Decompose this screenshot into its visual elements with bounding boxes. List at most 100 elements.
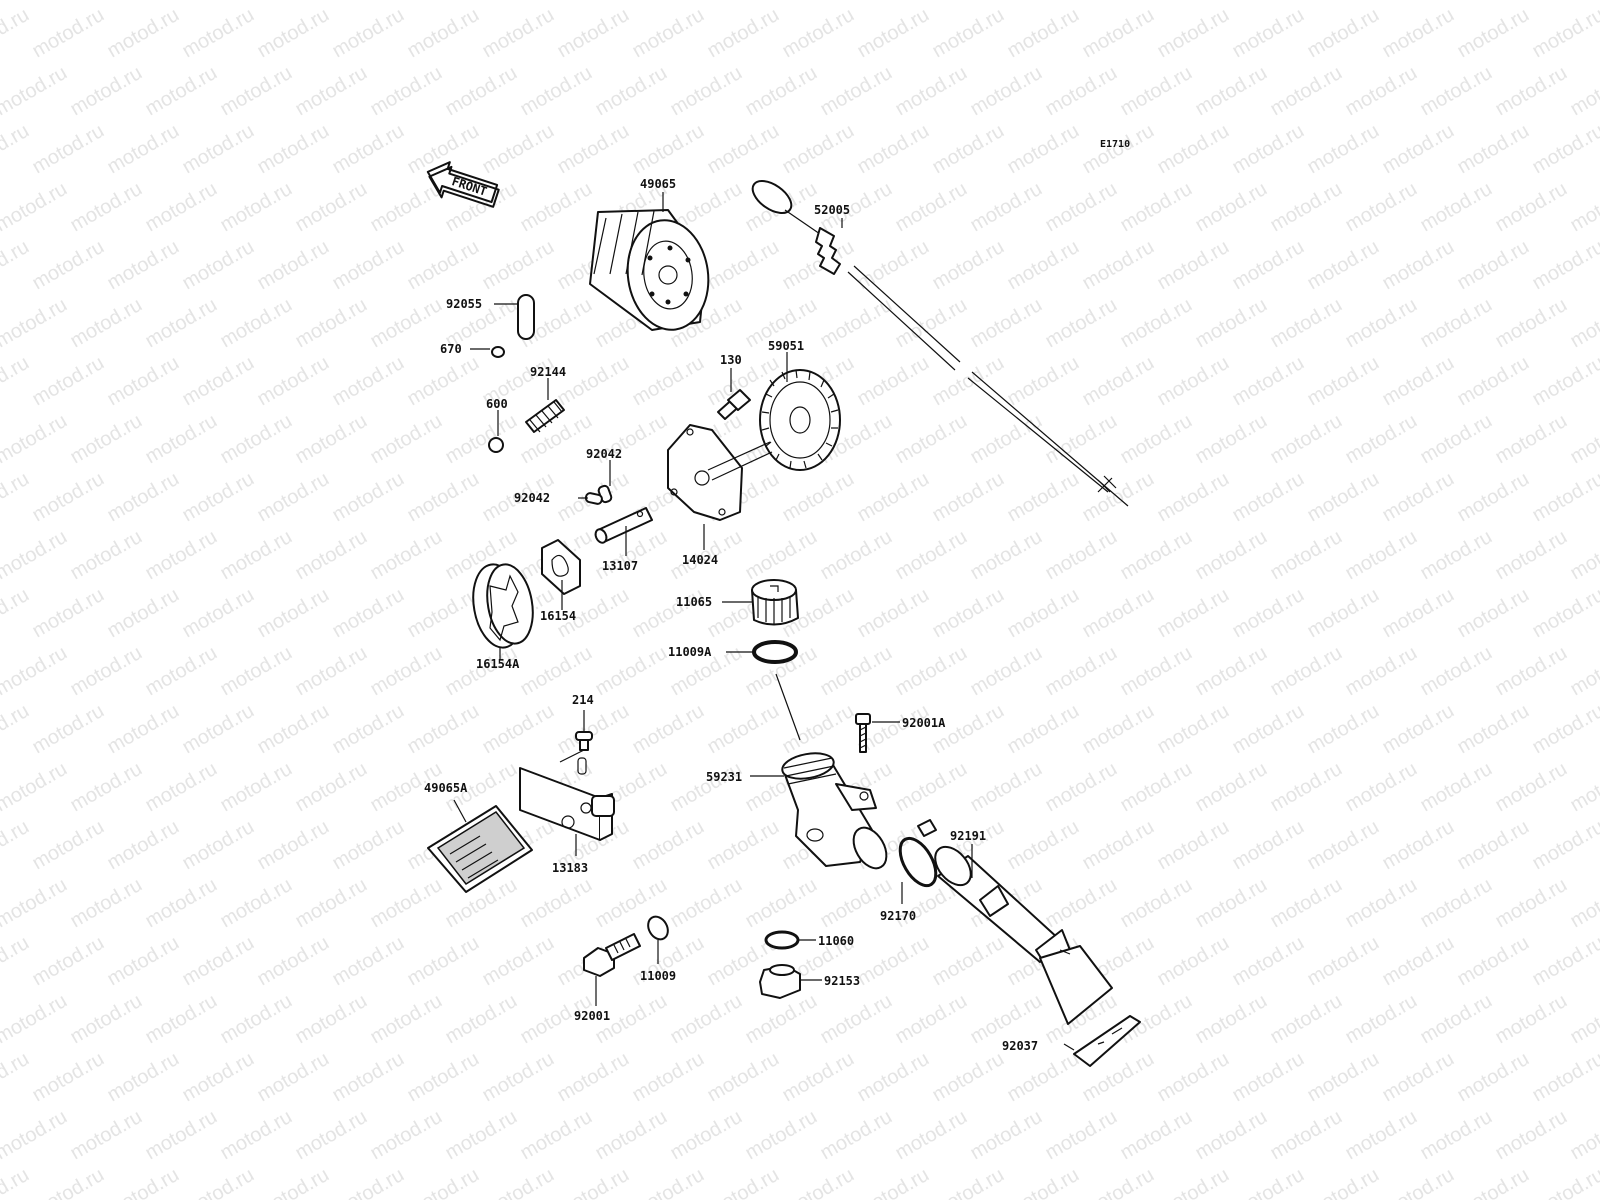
watermark-text: motod.ru: [217, 990, 296, 1049]
part-label-11009[interactable]: 11009: [640, 969, 676, 983]
part-label-52005[interactable]: 52005: [814, 203, 850, 217]
watermark-text: motod.ru: [1304, 4, 1383, 63]
watermark-text: motod.ru: [1192, 62, 1271, 121]
part-label-92001[interactable]: 92001: [574, 1009, 610, 1023]
watermark-text: motod.ru: [1492, 1106, 1571, 1165]
watermark-text: motod.ru: [1529, 236, 1600, 295]
part-label-92042-lower[interactable]: 92042: [514, 491, 550, 505]
watermark-text: motod.ru: [1192, 526, 1271, 585]
watermark-text: motod.ru: [1379, 816, 1458, 875]
watermark-text: motod.ru: [1042, 0, 1121, 4]
part-label-11009A[interactable]: 11009A: [668, 645, 712, 659]
watermark-text: motod.ru: [817, 642, 896, 701]
part-label-14024[interactable]: 14024: [682, 553, 718, 567]
watermark-text: motod.ru: [1379, 932, 1458, 991]
watermark-text: motod.ru: [1267, 526, 1346, 585]
watermark-text: motod.ru: [1229, 1048, 1308, 1107]
part-label-92144[interactable]: 92144: [530, 365, 566, 379]
part-label-92001A[interactable]: 92001A: [902, 716, 946, 730]
part-label-49065A[interactable]: 49065A: [424, 781, 468, 795]
watermark-text: motod.ru: [67, 62, 146, 121]
part-label-16154A[interactable]: 16154A: [476, 657, 520, 671]
watermark-text: motod.ru: [967, 1106, 1046, 1165]
watermark-text: motod.ru: [554, 1048, 633, 1107]
watermark-text: motod.ru: [217, 642, 296, 701]
watermark-text: motod.ru: [329, 352, 408, 411]
part-label-59051[interactable]: 59051: [768, 339, 804, 353]
watermark-text: motod.ru: [1492, 526, 1571, 585]
watermark-text: motod.ru: [1567, 1106, 1600, 1165]
watermark-text: motod.ru: [0, 990, 71, 1049]
part-label-13183[interactable]: 13183: [552, 861, 588, 875]
watermark-text: motod.ru: [1042, 294, 1121, 353]
part-label-11060[interactable]: 11060: [818, 934, 854, 948]
watermark-text: motod.ru: [1379, 352, 1458, 411]
watermark-text: motod.ru: [1567, 642, 1600, 701]
leader-214-screw: [559, 749, 585, 763]
part-label-670[interactable]: 670: [440, 342, 462, 356]
watermark-text: motod.ru: [1154, 352, 1233, 411]
watermark-text: motod.ru: [1229, 352, 1308, 411]
part-label-16154[interactable]: 16154: [540, 609, 576, 623]
watermark-text: motod.ru: [1567, 294, 1600, 353]
watermark-text: motod.ru: [0, 584, 33, 643]
watermark-text: motod.ru: [929, 1048, 1008, 1107]
watermark-text: motod.ru: [29, 1048, 108, 1107]
watermark-text: motod.ru: [742, 0, 821, 4]
part-label-92037[interactable]: 92037: [1002, 1039, 1038, 1053]
watermark-text: motod.ru: [892, 526, 971, 585]
part-label-214[interactable]: 214: [572, 693, 594, 707]
watermark-text: motod.ru: [104, 700, 183, 759]
part-label-600[interactable]: 600: [486, 397, 508, 411]
watermark-text: motod.ru: [404, 932, 483, 991]
watermark-text: motod.ru: [29, 584, 108, 643]
watermark-text: motod.ru: [442, 62, 521, 121]
watermark-text: motod.ru: [1117, 294, 1196, 353]
watermark-text: motod.ru: [592, 62, 671, 121]
watermark-text: motod.ru: [1454, 352, 1533, 411]
part-label-130[interactable]: 130: [720, 353, 742, 367]
watermark-text: motod.ru: [1379, 700, 1458, 759]
watermark-text: motod.ru: [1567, 758, 1600, 817]
part-label-92170[interactable]: 92170: [880, 909, 916, 923]
watermark-text: motod.ru: [892, 990, 971, 1049]
watermark-text: motod.ru: [29, 1164, 108, 1200]
watermark-text: motod.ru: [1079, 4, 1158, 63]
part-label-92042-upper[interactable]: 92042: [586, 447, 622, 461]
watermark-text: motod.ru: [292, 990, 371, 1049]
watermark-text: motod.ru: [592, 1106, 671, 1165]
watermark-text: motod.ru: [1154, 584, 1233, 643]
watermark-text: motod.ru: [1117, 874, 1196, 933]
watermark-text: motod.ru: [1154, 4, 1233, 63]
part-label-49065[interactable]: 49065: [640, 177, 676, 191]
watermark-text: motod.ru: [1454, 1048, 1533, 1107]
watermark-text: motod.ru: [629, 700, 708, 759]
part-label-13107[interactable]: 13107: [602, 559, 638, 573]
watermark-text: motod.ru: [517, 62, 596, 121]
part-label-92055[interactable]: 92055: [446, 297, 482, 311]
watermark-text: motod.ru: [479, 700, 558, 759]
plate-13183: [519, 757, 615, 841]
watermark-text: motod.ru: [442, 990, 521, 1049]
watermark-text: motod.ru: [1004, 4, 1083, 63]
part-label-92153[interactable]: 92153: [824, 974, 860, 988]
watermark-text: motod.ru: [1342, 642, 1421, 701]
watermark-text: motod.ru: [1304, 352, 1383, 411]
watermark-text: motod.ru: [1529, 352, 1600, 411]
part-label-92191[interactable]: 92191: [950, 829, 986, 843]
watermark-text: motod.ru: [1342, 294, 1421, 353]
watermark-text: motod.ru: [1267, 0, 1346, 4]
watermark-text: motod.ru: [1454, 468, 1533, 527]
watermark-text: motod.ru: [1267, 178, 1346, 237]
watermark-text: motod.ru: [142, 62, 221, 121]
watermark-text: motod.ru: [1117, 642, 1196, 701]
watermark-text: motod.ru: [704, 1164, 783, 1200]
part-label-11065[interactable]: 11065: [676, 595, 712, 609]
watermark-text: motod.ru: [854, 468, 933, 527]
part-label-59231[interactable]: 59231: [706, 770, 742, 784]
watermark-text: motod.ru: [1342, 526, 1421, 585]
watermark-text: motod.ru: [0, 120, 33, 179]
shaft-13107: [594, 507, 653, 544]
gasket-11009A: [752, 640, 798, 664]
watermark-text: motod.ru: [404, 236, 483, 295]
